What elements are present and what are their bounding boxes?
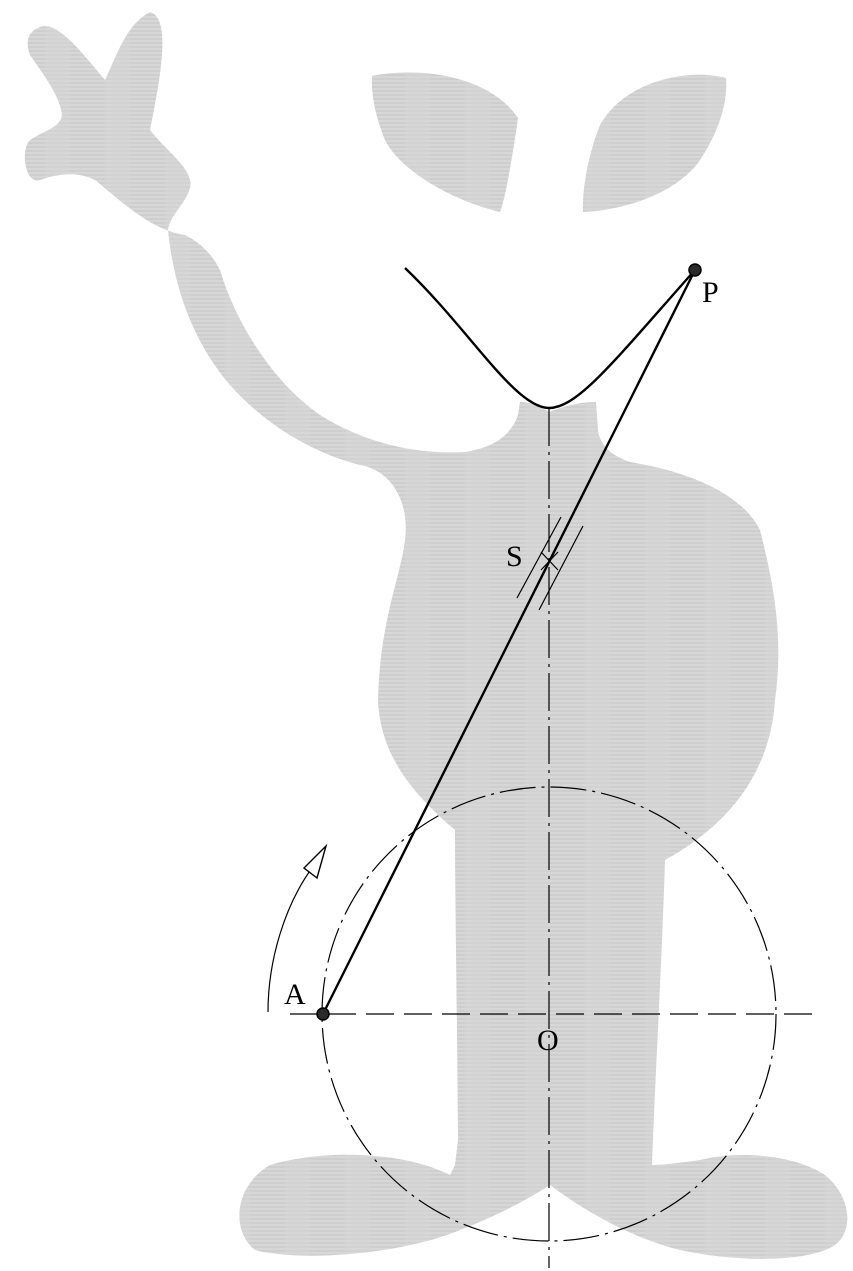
label-s: S bbox=[506, 540, 523, 573]
point-p-dot bbox=[688, 263, 702, 277]
traced-curve bbox=[404, 267, 696, 410]
rotation-arrow-head-icon bbox=[302, 843, 328, 880]
label-a: A bbox=[284, 978, 306, 1011]
rotation-arrow-arc bbox=[267, 867, 313, 1013]
construction-lines bbox=[290, 408, 815, 1268]
slider-guide-line-right bbox=[538, 525, 584, 611]
body-shape bbox=[24, 12, 848, 1259]
rod-line-ap bbox=[321, 269, 697, 1015]
crank-circle bbox=[321, 786, 777, 1242]
rotation-arrow bbox=[267, 843, 328, 1013]
label-o: O bbox=[537, 1024, 559, 1057]
slider-guide-line-left bbox=[516, 516, 562, 599]
right-ear-shape bbox=[582, 74, 727, 212]
points bbox=[316, 263, 702, 1021]
label-p: P bbox=[702, 276, 719, 309]
slider-guide bbox=[516, 516, 584, 611]
slider-cross-line-2 bbox=[540, 551, 559, 571]
point-a-dot bbox=[316, 1007, 330, 1021]
figure-silhouette bbox=[24, 12, 848, 1259]
left-ear-shape bbox=[371, 72, 518, 213]
